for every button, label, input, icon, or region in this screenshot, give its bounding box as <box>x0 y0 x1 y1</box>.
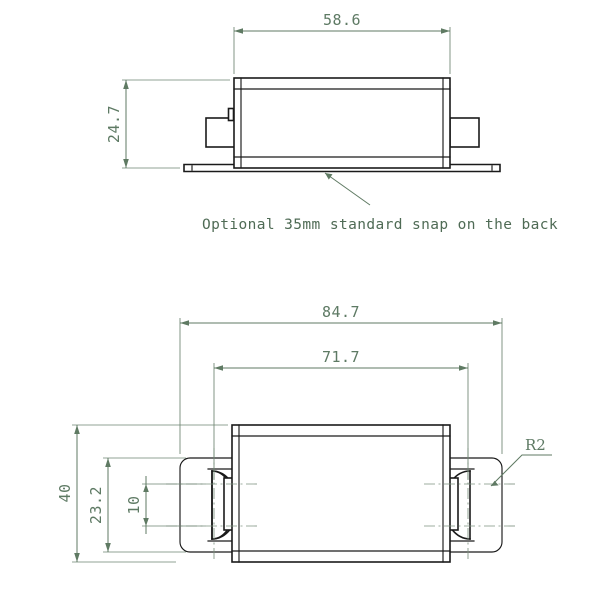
bottom-view-dimensions: 84.7 71.7 40 23.2 10 <box>56 303 552 563</box>
snap-callout-text: Optional 35mm standard snap on the back <box>202 217 558 233</box>
front-elevation-view <box>183 77 501 173</box>
dim-label-58-6: 58.6 <box>323 11 361 29</box>
radius-callout: R2 <box>490 436 552 487</box>
bottom-plan-view <box>166 424 516 563</box>
front-right-connector <box>449 117 480 148</box>
bottom-body-outline <box>231 424 451 563</box>
dim-label-23-2: 23.2 <box>87 486 105 524</box>
dim-label-40: 40 <box>56 483 74 502</box>
front-body-outline <box>233 77 451 169</box>
front-left-connector <box>205 117 236 148</box>
dim-label-71-7: 71.7 <box>322 348 360 366</box>
dim-label-24-7: 24.7 <box>105 105 123 143</box>
front-view-dimensions: 58.6 24.7 <box>105 11 451 169</box>
dim-label-10: 10 <box>125 495 143 514</box>
front-left-tab <box>227 107 235 122</box>
dim-label-84-7: 84.7 <box>322 303 360 321</box>
dim-label-r2: R2 <box>525 436 546 454</box>
snap-callout: Optional 35mm standard snap on the back <box>202 172 558 233</box>
